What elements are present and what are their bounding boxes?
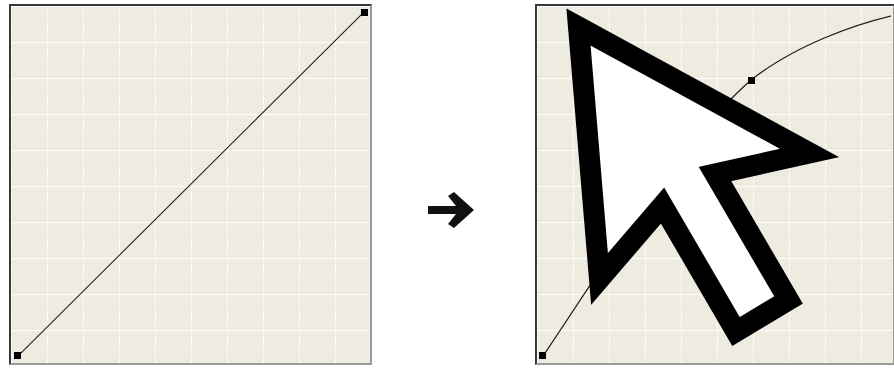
control-point-start[interactable] — [539, 352, 546, 359]
control-point-end[interactable] — [361, 9, 368, 16]
curve-editor-after[interactable] — [535, 4, 894, 365]
control-point-middle[interactable] — [748, 77, 755, 84]
curve-canvas-before[interactable] — [11, 6, 370, 363]
pointer-arrow-icon — [566, 8, 840, 346]
right-arrow-icon — [428, 192, 474, 228]
control-point-start[interactable] — [14, 352, 21, 359]
curve-editor-before[interactable] — [9, 4, 372, 365]
curve-line — [17, 11, 365, 357]
